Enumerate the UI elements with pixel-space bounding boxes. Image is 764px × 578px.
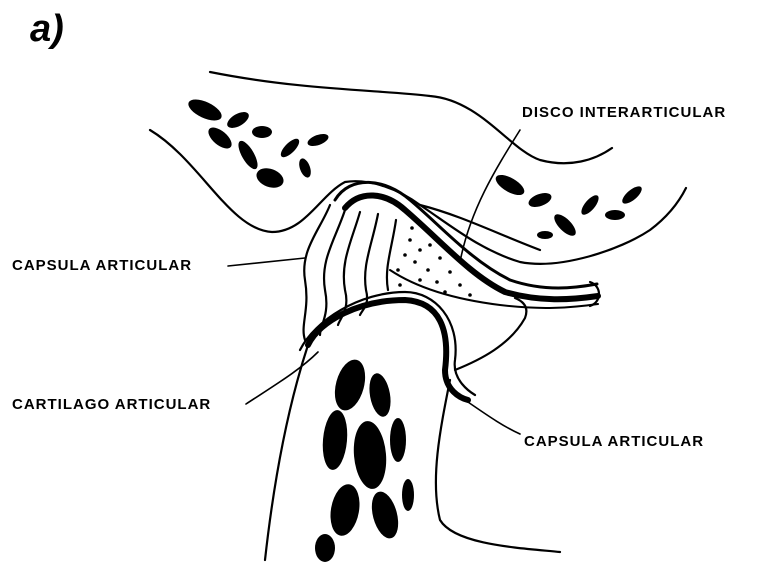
label-cartilago-articular: CARTILAGO ARTICULAR xyxy=(12,396,211,413)
leader-disco xyxy=(460,130,520,262)
label-disco-interarticular: DISCO INTERARTICULAR xyxy=(522,104,726,121)
mandible-marrow xyxy=(315,356,414,562)
disc-inner-line xyxy=(345,195,598,299)
leader-capsula-left xyxy=(228,258,305,266)
leader-cartilago xyxy=(246,352,318,404)
leader-capsula-right xyxy=(462,398,520,434)
panel-letter: a) xyxy=(30,8,64,51)
temporal-bone-lower-outline xyxy=(150,130,686,264)
capsule-line-5 xyxy=(387,220,396,290)
label-capsula-articular-left: CAPSULA ARTICULAR xyxy=(12,257,192,274)
condyle-neck-right xyxy=(436,380,560,552)
label-capsula-articular-right: CAPSULA ARTICULAR xyxy=(524,433,704,450)
anterior-capsule xyxy=(455,298,526,370)
